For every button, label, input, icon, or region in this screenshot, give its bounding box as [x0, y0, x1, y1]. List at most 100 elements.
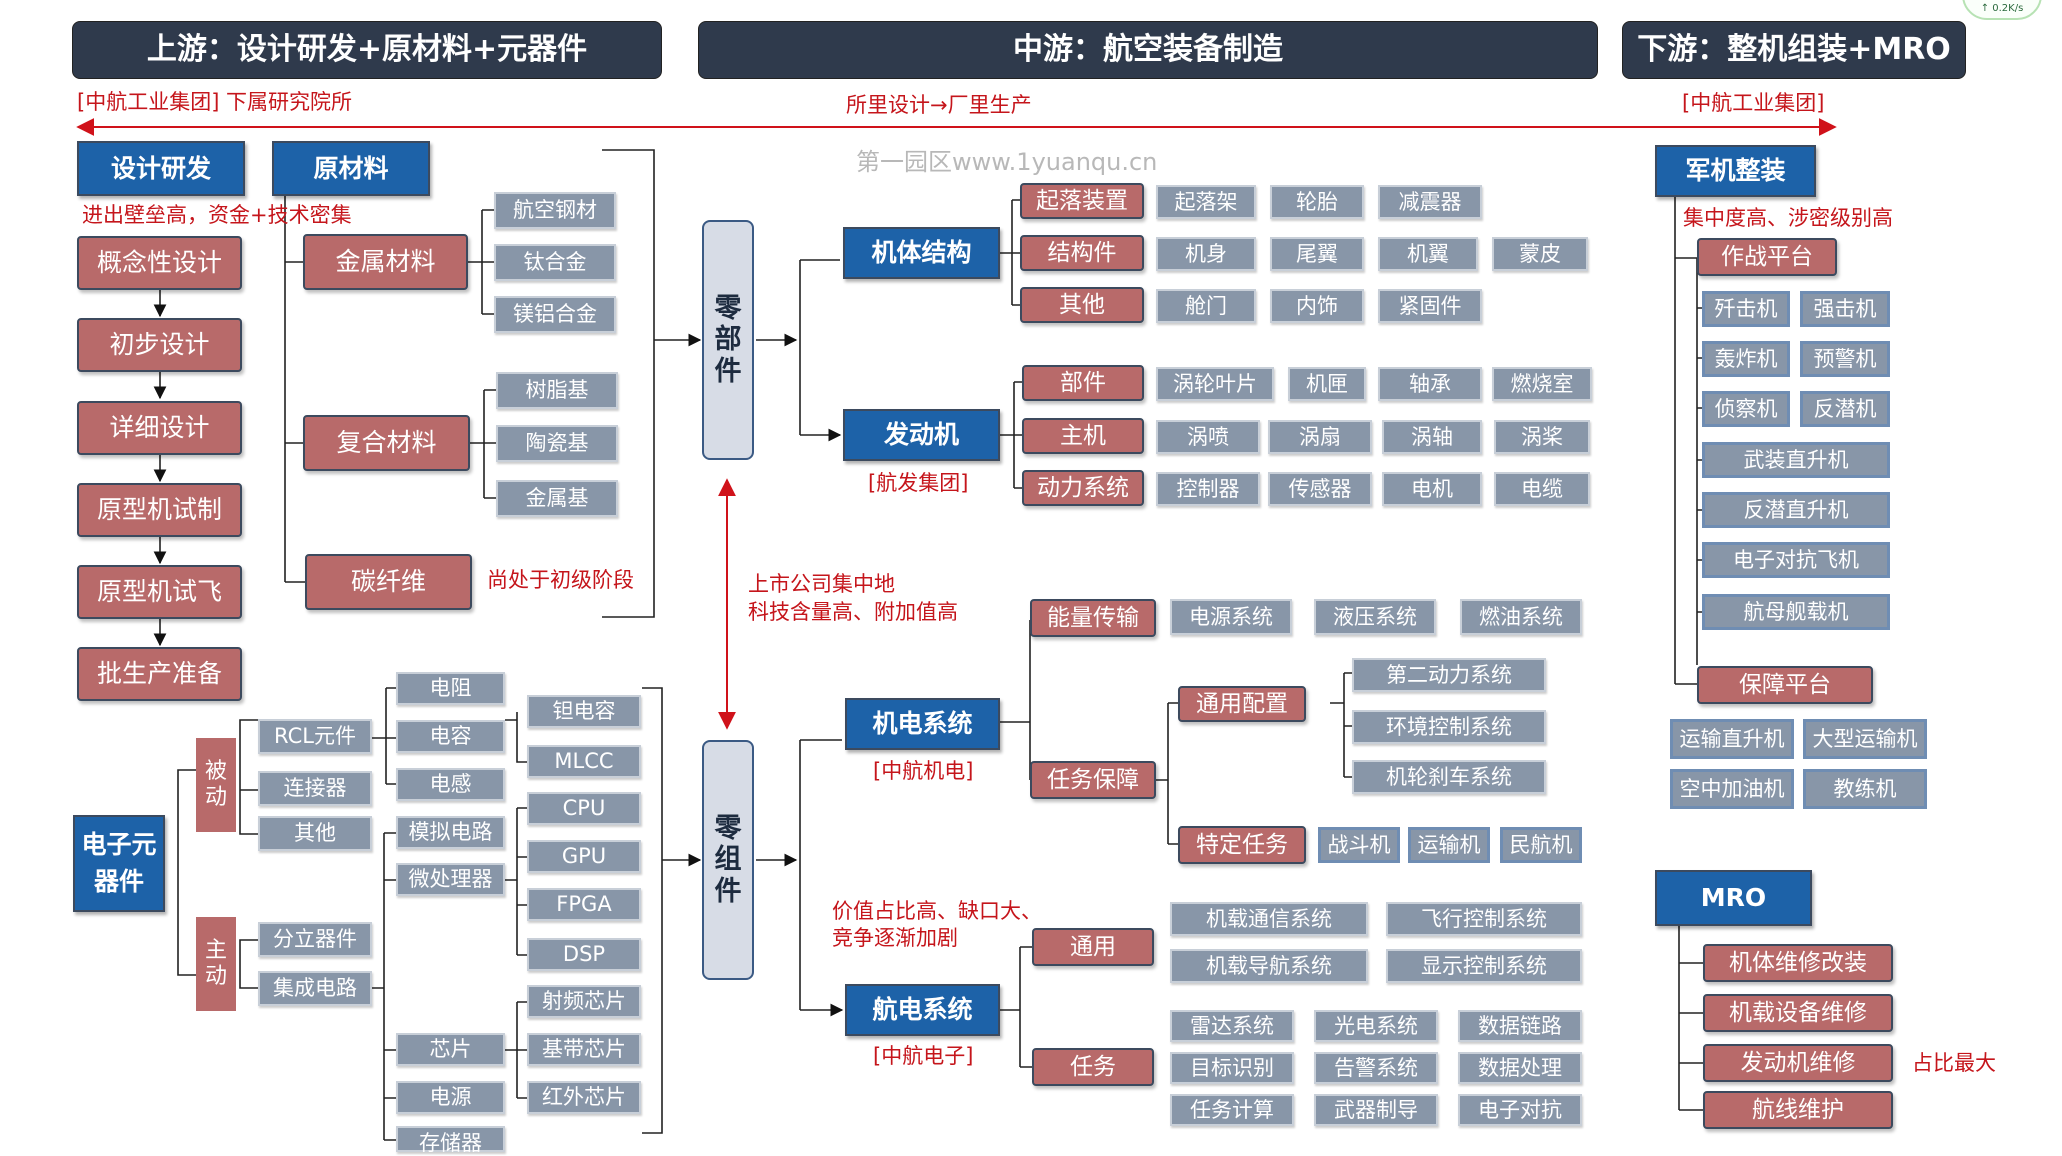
listed-note-line: 上市公司集中地 [748, 572, 895, 596]
combat-platform: 作战平台 [1697, 238, 1837, 276]
engine-item: 控制器 [1156, 472, 1260, 506]
engine-item: 涡扇 [1268, 420, 1372, 454]
carbon-fiber: 碳纤维 [305, 554, 472, 610]
metal-item: 镁铝合金 [494, 296, 616, 333]
support-aircraft: 教练机 [1803, 769, 1927, 809]
general-config-item: 第二动力系统 [1352, 658, 1546, 692]
avionics-general-item: 机载导航系统 [1170, 949, 1368, 983]
capacitor: 电容 [396, 720, 505, 753]
infrared-chip: 红外芯片 [527, 1081, 641, 1114]
value-note: 价值占比高、缺口大、 竞争逐渐加剧 [832, 898, 1042, 953]
listed-note: 上市公司集中地 科技含量高、附加值高 [748, 570, 958, 627]
airframe-item: 起落架 [1156, 185, 1256, 219]
combat-aircraft: 反潜机 [1800, 391, 1890, 427]
engine-item: 涡轮叶片 [1156, 367, 1274, 401]
electromech-owner: [中航机电] [873, 759, 974, 783]
engine-item: 涡喷 [1156, 420, 1260, 454]
design-step: 初步设计 [77, 318, 242, 372]
chip: 芯片 [396, 1033, 505, 1066]
engine-item: 涡桨 [1494, 420, 1590, 454]
combat-aircraft: 侦察机 [1702, 391, 1790, 427]
metal-item: 钛合金 [494, 244, 616, 281]
combat-aircraft: 轰炸机 [1702, 341, 1790, 377]
support-aircraft: 大型运输机 [1803, 719, 1927, 759]
design-note: 进出壁垒高，资金+技术密集 [82, 203, 352, 227]
design-title: 设计研发 [77, 141, 245, 196]
flow-center-note: 所里设计→厂里生产 [846, 93, 1032, 117]
avionics-task-item: 任务计算 [1170, 1094, 1294, 1126]
electronic-components: 电子元器件 [73, 815, 165, 912]
design-step: 原型机试飞 [77, 565, 242, 619]
design-step: 概念性设计 [77, 236, 242, 290]
airframe-group: 其他 [1020, 287, 1144, 323]
speed-badge: ↑ 0.2K/s [1962, 0, 2042, 20]
airframe-item: 减震器 [1378, 185, 1482, 219]
airframe-item: 轮胎 [1270, 185, 1364, 219]
downstream-header: 下游：整机组装+MRO [1622, 21, 1966, 79]
engine-group: 动力系统 [1022, 470, 1144, 506]
general-config-item: 环境控制系统 [1352, 710, 1546, 744]
combat-aircraft: 航母舰载机 [1702, 594, 1890, 630]
design-step: 原型机试制 [77, 483, 242, 537]
combat-aircraft: 反潜直升机 [1702, 492, 1890, 528]
rf-chip: 射频芯片 [527, 985, 641, 1018]
rcl-components: RCL元件 [258, 719, 372, 754]
engine-item: 机匣 [1288, 367, 1366, 401]
baseband-chip: 基带芯片 [527, 1033, 641, 1066]
airframe-item: 机翼 [1378, 237, 1478, 271]
carbon-note: 尚处于初级阶段 [487, 568, 634, 592]
airframe-item: 紧固件 [1378, 289, 1482, 323]
gpu: GPU [527, 840, 641, 873]
mro-item: 机体维修改装 [1703, 944, 1893, 982]
electromechanical-system: 机电系统 [845, 698, 1000, 750]
combat-aircraft: 武装直升机 [1702, 442, 1890, 478]
materials-title: 原材料 [272, 141, 430, 196]
value-note-line: 竞争逐渐加剧 [832, 926, 958, 951]
metal-item: 航空钢材 [494, 192, 616, 229]
avionics-task-item: 电子对抗 [1458, 1094, 1582, 1126]
avionics-task: 任务 [1032, 1048, 1154, 1086]
avionics-owner: [中航电子] [873, 1044, 974, 1068]
engine-item: 轴承 [1378, 367, 1482, 401]
engine-item: 涡轴 [1382, 420, 1482, 454]
avionics-task-item: 数据处理 [1458, 1052, 1582, 1084]
listed-note-line: 科技含量高、附加值高 [748, 600, 958, 625]
energy-transmission: 能量传输 [1030, 599, 1156, 637]
airframe-item: 机身 [1156, 237, 1256, 271]
avionics-task-item: 告警系统 [1314, 1052, 1438, 1084]
passive-label: 被动 [196, 738, 236, 832]
support-aircraft: 运输直升机 [1670, 719, 1794, 759]
avionics-general-item: 机载通信系统 [1170, 902, 1368, 936]
airframe-group: 起落装置 [1020, 183, 1144, 219]
engine-item: 电机 [1382, 472, 1482, 506]
engine-item: 电缆 [1494, 472, 1590, 506]
composite-item: 陶瓷基 [496, 425, 618, 462]
avionics-general-item: 显示控制系统 [1386, 949, 1582, 983]
connector: 连接器 [258, 771, 372, 806]
energy-item: 燃油系统 [1460, 599, 1582, 635]
flow-right-note: [中航工业集团] [1682, 91, 1825, 115]
tantalum-capacitor: 钽电容 [527, 695, 641, 728]
energy-item: 电源系统 [1170, 599, 1292, 635]
airframe-group: 结构件 [1020, 235, 1144, 271]
mro-title: MRO [1655, 870, 1812, 926]
avionics-task-item: 武器制导 [1314, 1094, 1438, 1126]
engine: 发动机 [843, 409, 1000, 461]
avionics-task-item: 雷达系统 [1170, 1010, 1294, 1042]
general-config: 通用配置 [1178, 686, 1306, 722]
fpga: FPGA [527, 888, 641, 921]
mission-support: 任务保障 [1030, 761, 1156, 799]
power-supply: 电源 [396, 1081, 505, 1114]
airframe-item: 蒙皮 [1492, 237, 1588, 271]
airframe-item: 舱门 [1156, 289, 1256, 323]
support-platform: 保障平台 [1697, 666, 1873, 704]
support-aircraft: 空中加油机 [1670, 769, 1794, 809]
general-config-item: 机轮刹车系统 [1352, 760, 1546, 794]
military-note: 集中度高、涉密级别高 [1683, 206, 1893, 230]
engine-item: 传感器 [1268, 472, 1372, 506]
avionics-task-item: 光电系统 [1314, 1010, 1438, 1042]
specific-mission: 特定任务 [1178, 826, 1306, 864]
upstream-header: 上游：设计研发+原材料+元器件 [72, 21, 662, 79]
engine-group: 部件 [1022, 365, 1144, 401]
